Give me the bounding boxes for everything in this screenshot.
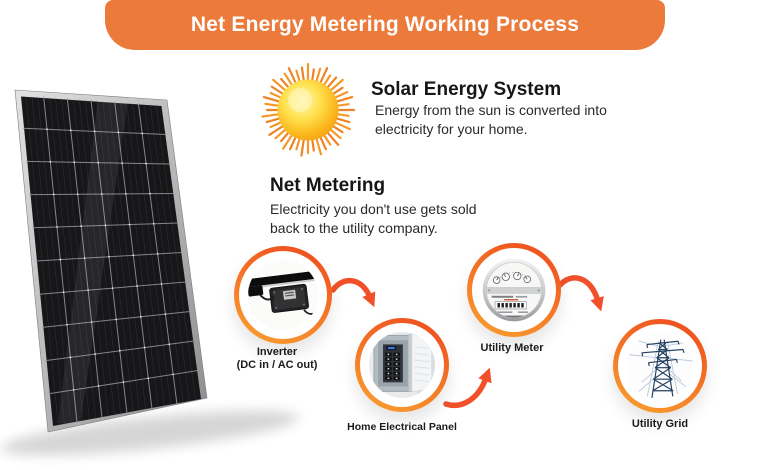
solar-energy-system-description: Energy from the sun is converted into el… <box>375 102 607 137</box>
transmission-tower-photo <box>627 333 693 399</box>
inverter-label: Inverter (DC in / AC out) <box>236 346 318 371</box>
flow-arrows <box>330 275 604 408</box>
solar-energy-system-heading: Solar Energy System <box>371 79 562 100</box>
arrow-meter-to-grid-icon <box>557 275 604 312</box>
inverter-photo-circle <box>234 246 332 344</box>
arrow-panel-to-meter-icon <box>443 367 492 408</box>
solar-panel-image <box>14 89 208 433</box>
open-breaker-panel-photo <box>369 332 435 398</box>
title-banner: Net Energy Metering Working Process <box>105 0 665 50</box>
home-electrical-panel-label: Home Electrical Panel <box>347 421 457 433</box>
utility-grid-label: Utility Grid <box>631 418 689 430</box>
solar-panel-shadow <box>0 410 300 456</box>
net-metering-description: Electricity you don't use gets sold back… <box>270 201 477 236</box>
utility-grid-photo-circle <box>613 319 707 413</box>
page-title: Net Energy Metering Working Process <box>190 13 580 36</box>
utility-meter-label: Utility Meter <box>480 342 544 354</box>
utility-meter-photo-circle <box>467 243 561 337</box>
sun-icon <box>261 62 356 157</box>
arrow-inverter-to-panel-icon <box>330 278 376 308</box>
net-metering-heading: Net Metering <box>270 175 386 196</box>
analog-utility-meter-photo <box>481 257 547 323</box>
solar-microinverter-photo <box>248 260 318 330</box>
home-electrical-panel-photo-circle <box>355 318 449 412</box>
